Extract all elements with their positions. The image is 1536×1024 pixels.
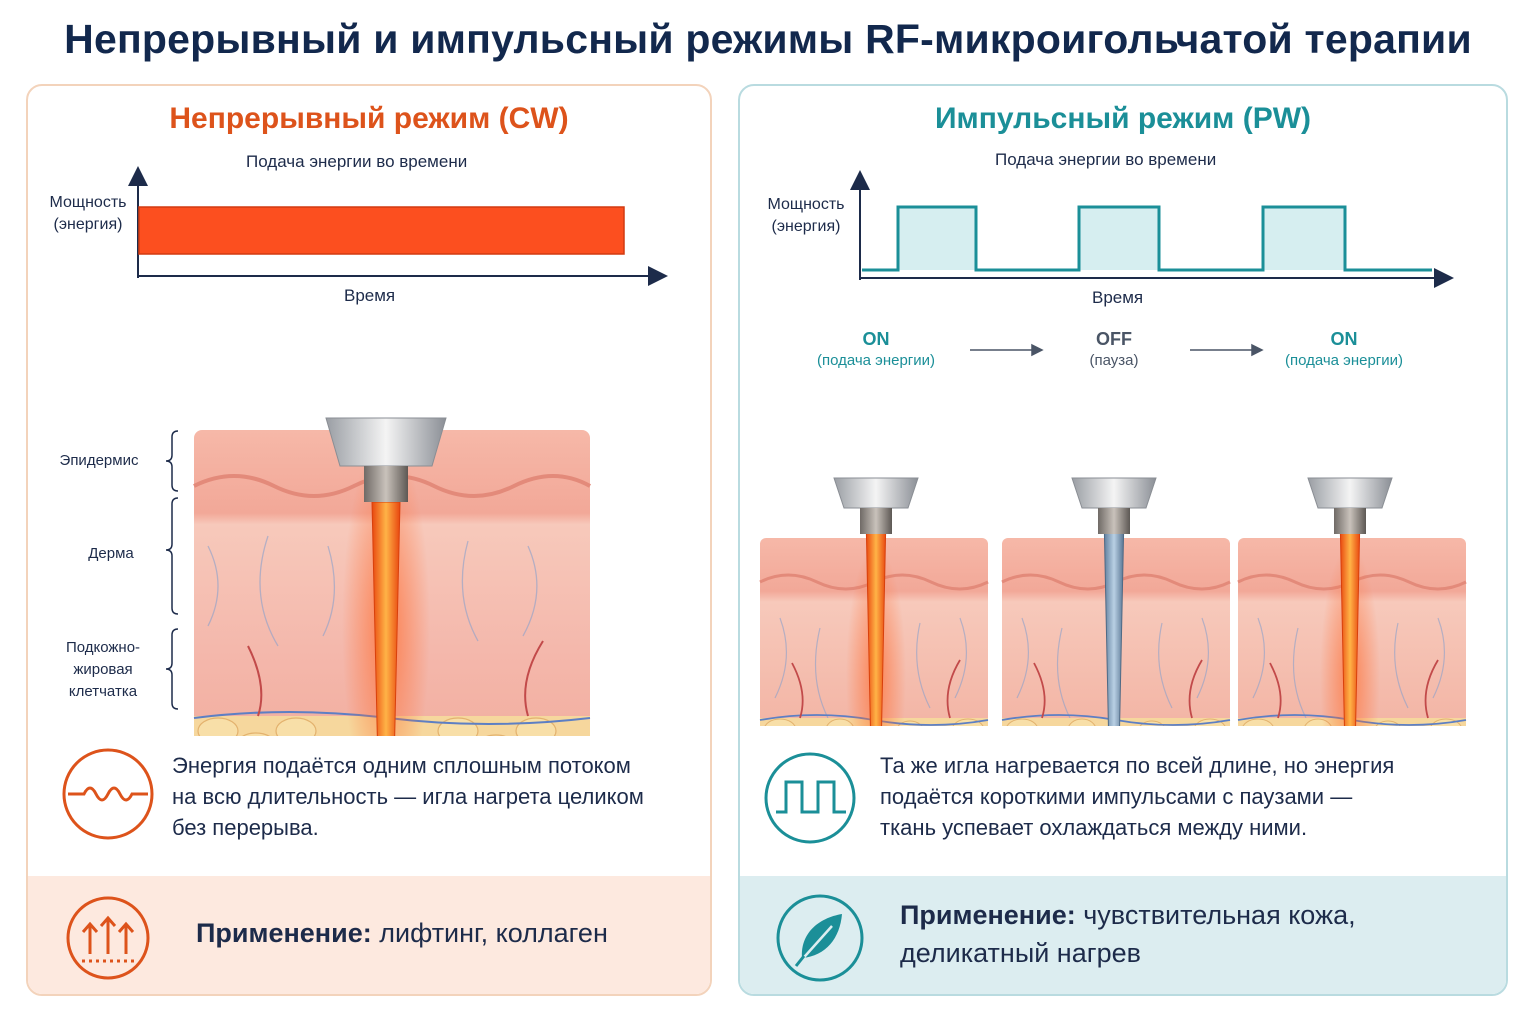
leaf-icon bbox=[776, 894, 864, 982]
cw-chart-title: Подача энергии во времени bbox=[246, 152, 468, 171]
pw-x-axis-label: Время bbox=[1092, 288, 1144, 307]
pw-y-label-line2: (энергия) bbox=[771, 218, 841, 235]
cw-apply-text: лифтинг, коллаген bbox=[371, 918, 608, 948]
cw-description: Энергия подаётся одним сплошным потоком … bbox=[172, 750, 702, 843]
pw-description: Та же игла нагревается по всей длине, но… bbox=[880, 750, 1500, 843]
layer-label-subcutaneous: Подкожно- жировая клетчатка bbox=[38, 637, 168, 703]
pw-needle-collar bbox=[1098, 508, 1130, 534]
pw-title: Импульсный режим (PW) bbox=[934, 102, 1312, 135]
pw-state-on-2: ON (подача энергии) bbox=[1264, 328, 1424, 372]
cw-apply-label: Применение: bbox=[196, 918, 372, 948]
cw-continuous-power-bar bbox=[138, 206, 625, 255]
cw-desc-line2: на всю длительность — игла нагрета целик… bbox=[172, 784, 644, 809]
state-note: (пауза) bbox=[1089, 352, 1139, 369]
pw-y-axis-label: Мощность (энергия) bbox=[754, 194, 858, 238]
pw-desc-line1: Та же игла нагревается по всей длине, но… bbox=[880, 753, 1395, 778]
cw-needle-collar bbox=[364, 466, 408, 502]
pw-needle-collar bbox=[860, 508, 892, 534]
pw-chart-title: Подача энергии во времени bbox=[995, 150, 1217, 169]
pw-skin-block-on-2 bbox=[1236, 477, 1468, 726]
pw-pulse-line bbox=[862, 205, 1432, 272]
pw-handpiece bbox=[1307, 477, 1393, 509]
cw-handpiece bbox=[325, 417, 447, 467]
layer-label-epidermis: Эпидермис bbox=[59, 452, 139, 469]
pw-skin-block-off bbox=[1000, 477, 1232, 726]
pw-application-band: Применение: чувствительная кожа, деликат… bbox=[740, 876, 1506, 994]
pw-needle-collar bbox=[1334, 508, 1366, 534]
subcut-line3: клетчатка bbox=[68, 683, 138, 700]
cw-y-axis-label: Мощность (энергия) bbox=[34, 192, 142, 236]
pw-handpiece bbox=[1071, 477, 1157, 509]
state-label: ON bbox=[1330, 329, 1358, 349]
page-title: Непрерывный и импульсный режимы RF-микро… bbox=[64, 16, 1472, 62]
pw-power-chart bbox=[850, 170, 1454, 288]
cw-application: Применение: лифтинг, коллаген bbox=[196, 914, 608, 952]
pw-skin-block-on-1 bbox=[758, 477, 990, 726]
pw-state-on-1: ON (подача энергии) bbox=[796, 328, 956, 372]
pw-desc-line2: подаётся короткими импульсами с паузами … bbox=[880, 784, 1353, 809]
pw-handpiece bbox=[833, 477, 919, 509]
pw-y-label-line1: Мощность bbox=[767, 196, 845, 213]
pw-state-off: OFF (пауза) bbox=[1044, 328, 1184, 372]
square-pulse-icon bbox=[764, 752, 856, 844]
state-label: OFF bbox=[1096, 329, 1132, 349]
pw-apply-text-1: чувствительная кожа, bbox=[1075, 900, 1356, 930]
pw-pulse-fills bbox=[898, 207, 1345, 270]
pulsed-mode-panel: Импульсный режим (PW) Подача энергии во … bbox=[738, 84, 1508, 996]
layer-label-dermis: Дерма bbox=[88, 545, 134, 562]
cw-skin-illustration bbox=[193, 417, 591, 736]
cw-vessels bbox=[207, 535, 538, 647]
arrows-up-icon bbox=[66, 896, 150, 980]
continuous-mode-panel: Непрерывный режим (CW) Подача энергии во… bbox=[26, 84, 712, 996]
pw-skin-illustrations bbox=[758, 477, 1468, 726]
wave-icon bbox=[62, 748, 154, 840]
cw-desc-line1: Энергия подаётся одним сплошным потоком bbox=[172, 753, 631, 778]
cw-x-axis-label: Время bbox=[344, 286, 396, 305]
state-note: (подача энергии) bbox=[1284, 352, 1404, 369]
pw-sequence-arrows bbox=[970, 343, 1264, 357]
cw-y-label-line2: (энергия) bbox=[53, 216, 123, 233]
pw-application: Применение: чувствительная кожа, деликат… bbox=[900, 896, 1356, 972]
state-label: ON bbox=[862, 329, 890, 349]
pw-desc-line3: ткань успевает охлаждаться между ними. bbox=[880, 815, 1308, 840]
cw-desc-line3: без перерыва. bbox=[172, 815, 319, 840]
state-note: (подача энергии) bbox=[816, 352, 936, 369]
cw-application-band: Применение: лифтинг, коллаген bbox=[28, 876, 710, 994]
cw-needle-hot bbox=[371, 501, 401, 736]
cw-y-label-line1: Мощность bbox=[49, 194, 127, 211]
cw-power-chart bbox=[128, 166, 668, 286]
arrow-right-icon bbox=[1031, 343, 1044, 357]
subcut-line2: жировая bbox=[73, 661, 133, 678]
subcut-line1: Подкожно- bbox=[65, 639, 141, 656]
pw-apply-label: Применение: bbox=[900, 900, 1076, 930]
pw-apply-text-2: деликатный нагрев bbox=[900, 938, 1141, 968]
cw-title: Непрерывный режим (CW) bbox=[169, 102, 569, 135]
arrow-right-icon bbox=[1251, 343, 1264, 357]
